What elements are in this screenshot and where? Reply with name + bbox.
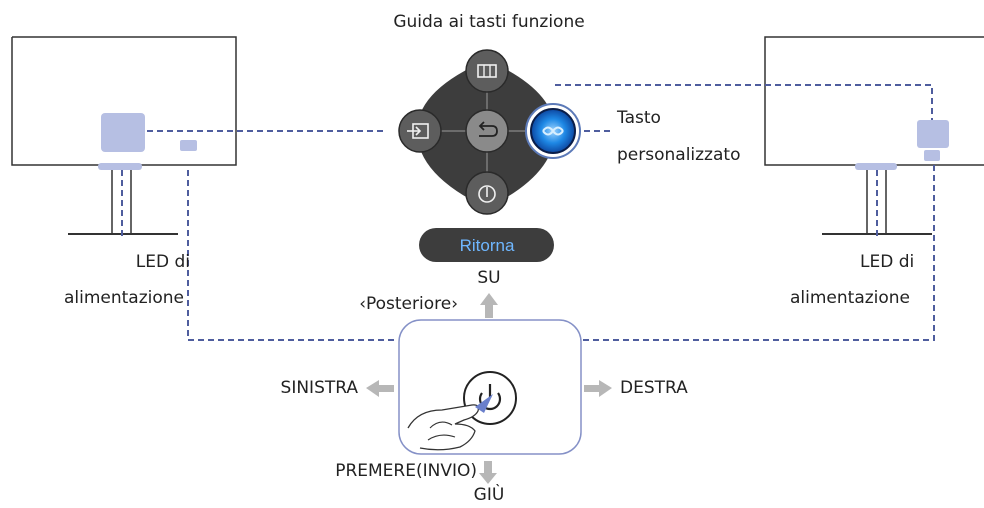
ritorna-label: Ritorna xyxy=(460,236,515,255)
direction-up-note: ‹Posteriore› xyxy=(359,294,458,314)
custom-key-label-line2: personalizzato xyxy=(617,145,741,165)
led-right-label-line1: LED di xyxy=(860,252,915,272)
diagram-title: Guida ai tasti funzione xyxy=(393,12,585,32)
custom-key-label-line1: Tasto xyxy=(617,108,661,128)
source-input-icon[interactable] xyxy=(398,109,442,153)
right-monitor-neck-collar xyxy=(855,163,897,170)
direction-arrows xyxy=(366,293,612,484)
direction-right-label: DESTRA xyxy=(620,378,688,398)
right-monitor-sensor xyxy=(917,120,949,148)
left-monitor-led xyxy=(180,140,197,151)
ritorna-bar xyxy=(419,228,554,262)
function-key-menu: Ritorna xyxy=(398,49,581,262)
arrow-left-icon xyxy=(366,380,394,397)
led-right-label-line2: alimentazione xyxy=(790,288,911,308)
left-monitor-sensor xyxy=(101,113,145,152)
left-monitor xyxy=(11,36,237,235)
finger-icon xyxy=(407,404,480,451)
power-icon[interactable] xyxy=(465,171,509,215)
custom-key-icon[interactable] xyxy=(525,103,581,159)
press-arrow-icon xyxy=(475,394,493,413)
right-monitor xyxy=(764,36,984,235)
picture-icon[interactable] xyxy=(465,49,509,93)
led-left-label-line1: LED di xyxy=(135,252,190,272)
direction-down-label: GIÙ xyxy=(473,485,505,505)
arrow-down-icon xyxy=(479,461,497,484)
direction-left-label: SINISTRA xyxy=(280,378,358,398)
arrow-right-icon xyxy=(584,380,612,397)
return-icon[interactable] xyxy=(465,109,509,153)
direction-up-label: SU xyxy=(477,268,501,288)
right-monitor-led xyxy=(924,150,940,161)
connector-lines xyxy=(121,84,935,341)
direction-press-label: PREMERE(INVIO) xyxy=(335,461,477,481)
arrow-up-icon xyxy=(480,293,498,318)
jog-panel xyxy=(398,319,582,455)
led-left-label-line2: alimentazione xyxy=(63,288,184,308)
left-monitor-neck-collar xyxy=(98,163,142,170)
